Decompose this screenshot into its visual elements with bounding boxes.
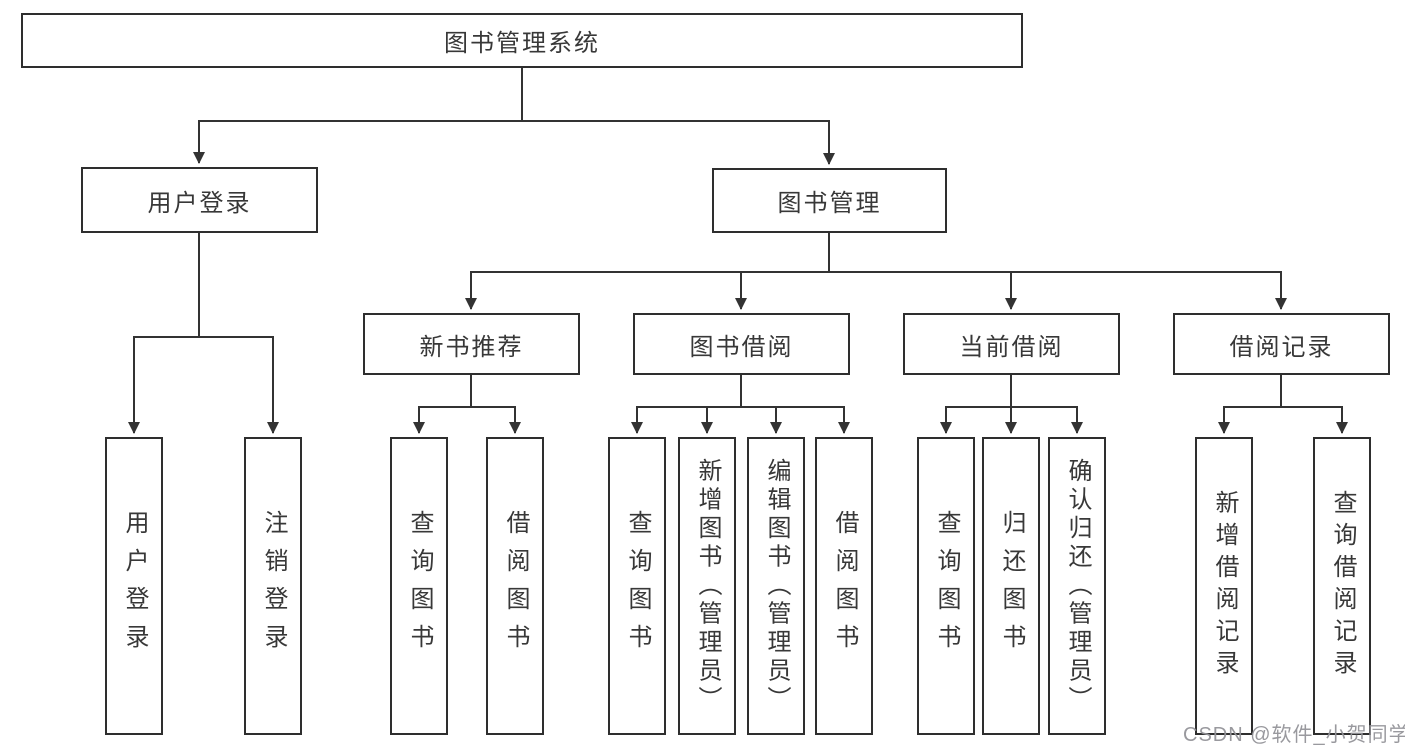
node-leaf-user-login: 用户登录 [105, 437, 163, 735]
node-leaf-nbr-borrow-books: 借阅图书 [486, 437, 544, 735]
node-leaf-bb-edit-books-admin: 编辑图书（管理员） [747, 437, 805, 735]
node-leaf-cb-query-books: 查询图书 [917, 437, 975, 735]
node-leaf-cb-return-books: 归还图书 [982, 437, 1040, 735]
node-leaf-bb-query-books: 查询图书 [608, 437, 666, 735]
node-user-login-branch: 用户登录 [81, 167, 318, 233]
node-current-borrowing: 当前借阅 [903, 313, 1120, 375]
node-book-management-branch: 图书管理 [712, 168, 947, 233]
node-leaf-br-query-record: 查询借阅记录 [1313, 437, 1371, 735]
node-leaf-logout: 注销登录 [244, 437, 302, 735]
csdn-watermark: CSDN @软件_小贺同学 [1183, 724, 1405, 746]
node-root-library-system: 图书管理系统 [21, 13, 1023, 68]
node-leaf-bb-borrow-books: 借阅图书 [815, 437, 873, 735]
node-book-borrowing: 图书借阅 [633, 313, 850, 375]
node-leaf-nbr-query-books: 查询图书 [390, 437, 448, 735]
node-leaf-cb-confirm-return-admin: 确认归还（管理员） [1048, 437, 1106, 735]
node-leaf-bb-add-books-admin: 新增图书（管理员） [678, 437, 736, 735]
node-borrowing-records: 借阅记录 [1173, 313, 1390, 375]
node-leaf-br-add-record: 新增借阅记录 [1195, 437, 1253, 735]
node-new-book-recommend: 新书推荐 [363, 313, 580, 375]
